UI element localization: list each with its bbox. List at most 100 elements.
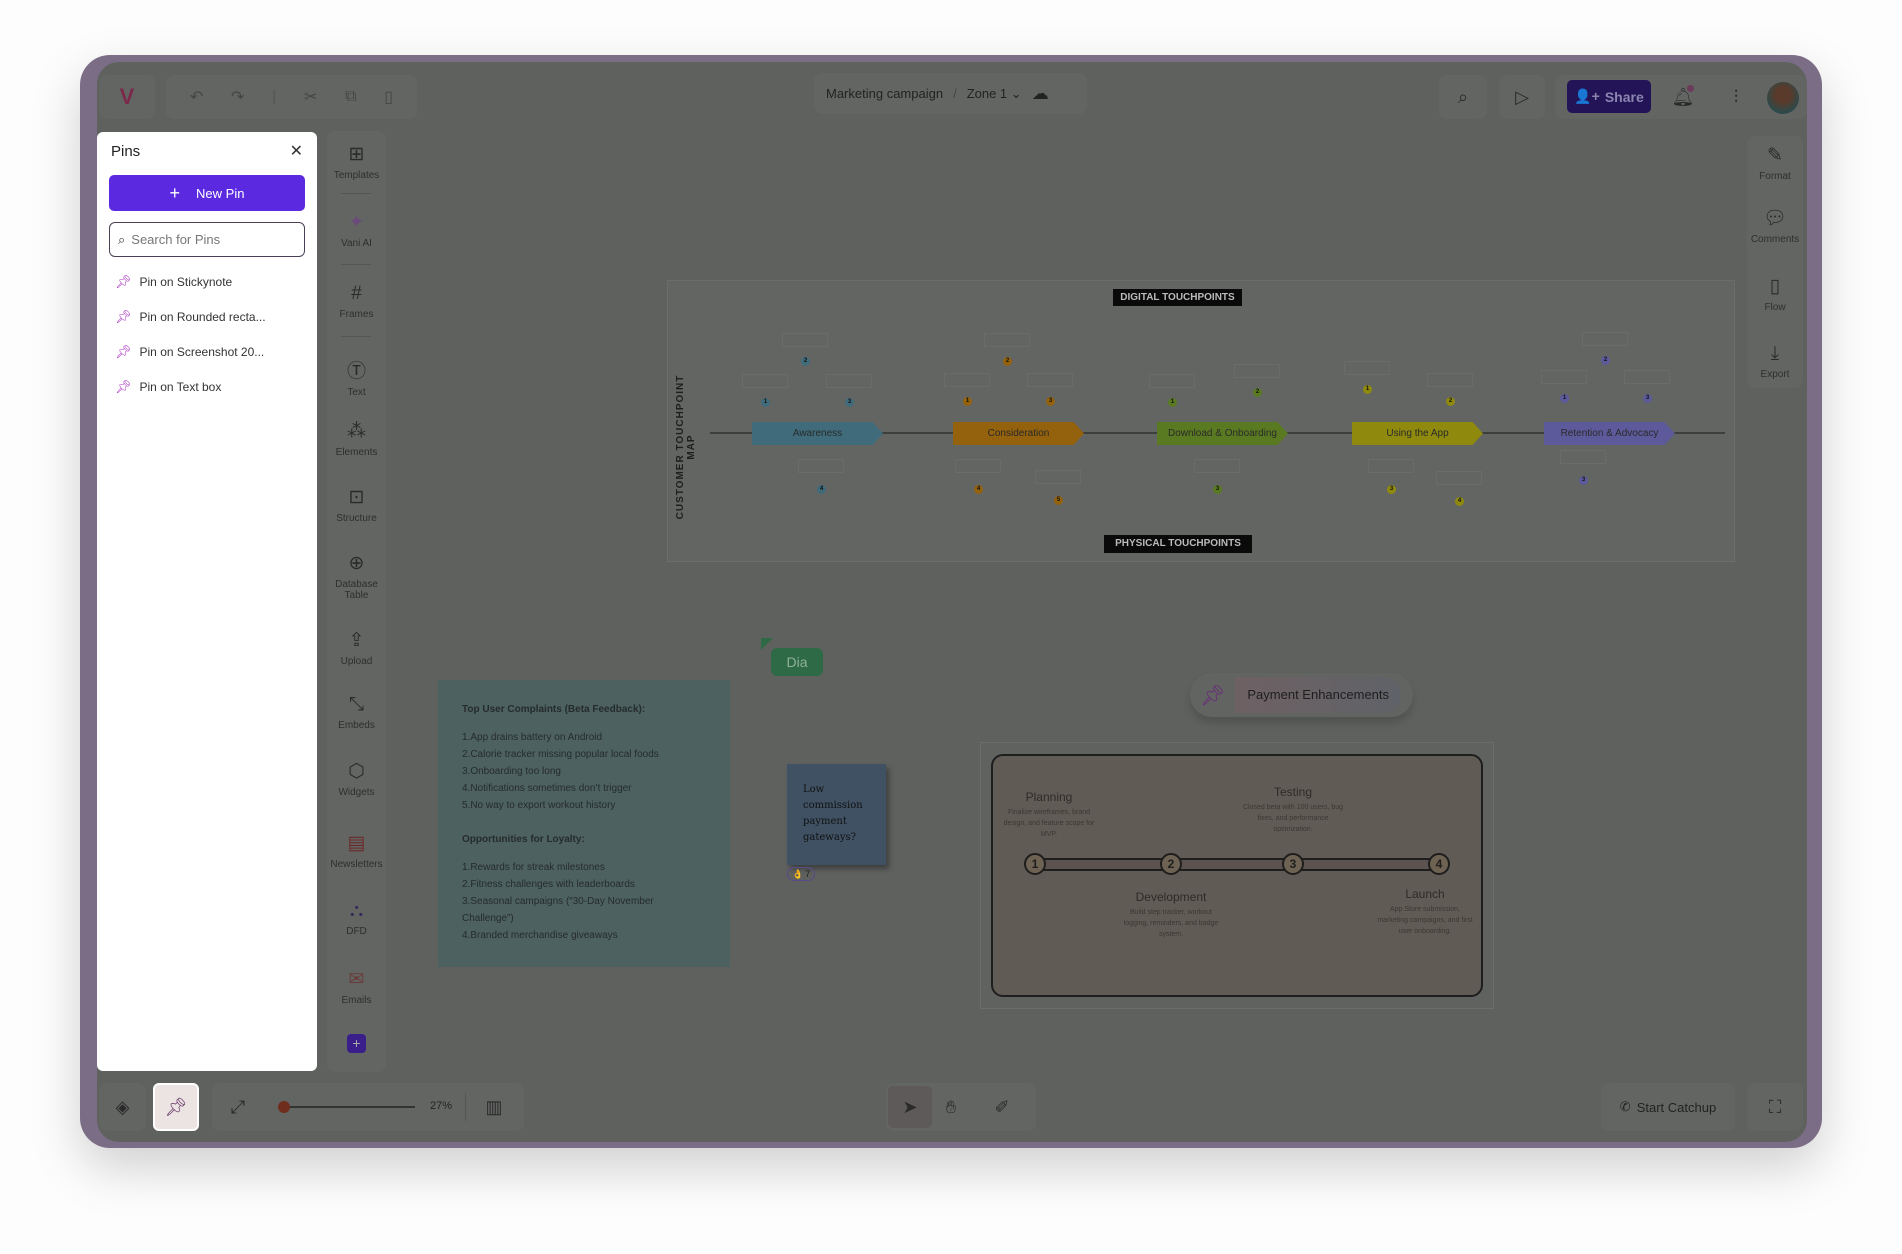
list-item: 2.Calorie tracker missing popular local … — [462, 749, 659, 760]
touchpoint-note[interactable] — [944, 373, 990, 387]
touchpoint-note[interactable] — [1427, 373, 1473, 387]
touchpoint-note[interactable] — [1027, 373, 1073, 387]
book-view-icon[interactable]: ▥ — [485, 1096, 503, 1117]
journey-stage[interactable]: Consideration — [953, 422, 1084, 445]
search-button[interactable]: ⌕ — [1439, 75, 1487, 119]
start-catchup-button[interactable]: ✆Start Catchup — [1601, 1083, 1735, 1131]
select-tool[interactable]: ➤ — [888, 1086, 932, 1128]
touchpoint-note[interactable] — [955, 459, 1001, 473]
journey-stage[interactable]: Using the App — [1352, 422, 1483, 445]
touchpoint-note[interactable] — [798, 459, 844, 473]
journey-stage[interactable]: Awareness — [752, 422, 883, 445]
tool-structure[interactable]: ⊡Structure — [327, 486, 386, 524]
present-button[interactable]: ▷ — [1499, 75, 1545, 119]
tool-vani-ai[interactable]: ✦Vani AI — [327, 211, 386, 249]
expand-icon[interactable]: ⤢ — [230, 1096, 246, 1117]
pins-panel-title: Pins — [111, 142, 141, 160]
touchpoint-note[interactable] — [1541, 370, 1587, 384]
sticky-note[interactable]: Low commission payment gateways? — [787, 764, 886, 865]
pen-tool[interactable]: ✐ — [990, 1095, 1014, 1119]
tool-widgets[interactable]: ⬡Widgets — [327, 760, 386, 798]
touchpoint-note[interactable] — [1582, 332, 1628, 346]
tool-format[interactable]: ✎Format — [1747, 144, 1803, 182]
tool-newsletters[interactable]: ▤Newsletters — [327, 832, 386, 870]
cut-icon[interactable]: ✂ — [303, 89, 318, 106]
pushpin-icon: 📌︎ — [115, 308, 132, 324]
pin-list-item[interactable]: 📌︎Pin on Rounded recta... — [109, 299, 305, 334]
breadcrumb-project[interactable]: Marketing campaign — [826, 86, 944, 101]
pins-search-input[interactable]: ⌕Search for Pins — [109, 222, 305, 257]
touchpoint-marker: 3 — [1213, 485, 1222, 494]
touchpoint-note[interactable] — [1560, 450, 1606, 464]
sticky-text: Low commission payment gateways? — [803, 784, 863, 843]
touchpoint-note[interactable] — [1368, 459, 1414, 473]
hand-tool[interactable]: ✋︎ — [939, 1095, 963, 1119]
touchpoint-note[interactable] — [1194, 459, 1240, 473]
settings-button[interactable]: ⫶ — [1723, 84, 1749, 110]
touchpoint-marker: 2 — [1003, 357, 1012, 366]
share-button[interactable]: 👤+Share — [1567, 80, 1651, 113]
phase-title: Testing — [1273, 785, 1313, 799]
tool-templates[interactable]: ⊞Templates — [327, 143, 386, 181]
phase-marker: 1 — [1024, 853, 1046, 875]
touchpoint-note[interactable] — [1035, 470, 1081, 484]
app-logo[interactable]: V — [99, 75, 155, 119]
feedback-text-note[interactable]: Top User Complaints (Beta Feedback): 1.A… — [438, 680, 730, 967]
zoom-slider-handle[interactable] — [278, 1101, 290, 1113]
tool-embeds[interactable]: ⤡Embeds — [327, 694, 386, 731]
roadmap-card[interactable] — [991, 754, 1483, 997]
tool-comments[interactable]: 💬︎Comments — [1747, 206, 1803, 245]
user-avatar[interactable] — [1767, 82, 1799, 114]
fit-screen-button[interactable]: ⛶ — [1747, 1083, 1803, 1131]
tool-export[interactable]: ⤓Export — [1747, 343, 1803, 380]
paste-icon[interactable]: ▯ — [384, 89, 394, 106]
tool-label: Vani AI — [341, 238, 372, 249]
journey-stage[interactable]: Download & Onboarding — [1157, 422, 1288, 445]
tool-flow[interactable]: ▯Flow — [1747, 275, 1803, 313]
touchpoint-note[interactable] — [1234, 364, 1280, 378]
logo-icon: V — [119, 84, 135, 109]
pin-list-item[interactable]: 📌︎Pin on Text box — [109, 369, 305, 404]
comment-icon: 💬︎ — [1762, 208, 1788, 229]
undo-icon[interactable]: ↶ — [189, 89, 204, 106]
tool-upload[interactable]: ⇪Upload — [327, 629, 386, 667]
touchpoint-note[interactable] — [984, 333, 1030, 347]
touchpoint-note[interactable] — [782, 333, 828, 347]
touchpoint-note[interactable] — [1624, 370, 1670, 384]
layers-button[interactable]: ◈ — [99, 1083, 146, 1131]
pin-list-item[interactable]: 📌︎Pin on Screenshot 20... — [109, 334, 305, 369]
journey-stage[interactable]: Retention & Advocacy — [1544, 422, 1675, 445]
new-pin-button[interactable]: +New Pin — [109, 175, 305, 211]
flow-icon: ▯ — [1769, 276, 1781, 297]
tool-emails[interactable]: ✉Emails — [327, 968, 386, 1006]
copy-icon[interactable]: ⧉ — [345, 88, 357, 105]
add-tool-button[interactable]: + — [347, 1034, 366, 1053]
reaction-badge[interactable]: 👌7 — [787, 867, 816, 881]
tool-database-table[interactable]: ⊕Database Table — [327, 552, 386, 601]
phase-title: Planning — [1025, 790, 1073, 804]
pins-toggle-button[interactable]: 📌︎ — [153, 1083, 199, 1131]
close-icon[interactable]: ✕ — [289, 143, 303, 160]
structure-icon: ⊡ — [348, 487, 365, 508]
phase-description: App Store submission, marketing campaign… — [1377, 906, 1473, 935]
touchpoint-note[interactable] — [1149, 374, 1195, 388]
touchpoint-note[interactable] — [1344, 361, 1390, 375]
redo-icon[interactable]: ↷ — [230, 89, 245, 106]
notifications-button[interactable]: 🔔︎ — [1670, 84, 1696, 110]
tool-elements[interactable]: ⁂Elements — [327, 420, 386, 458]
touchpoint-note[interactable] — [742, 374, 788, 388]
journey-map-frame[interactable] — [667, 280, 1735, 562]
canvas-pin[interactable]: 📌︎ Payment Enhancements — [1190, 673, 1413, 717]
journey-map-title: CUSTOMER TOUCHPOINT MAP — [675, 374, 697, 520]
touchpoint-note[interactable] — [1436, 471, 1482, 485]
touchpoint-note[interactable] — [826, 374, 872, 388]
pin-list-item[interactable]: 📌︎Pin on Stickynote — [109, 264, 305, 299]
zone-dropdown[interactable]: Zone 1 ⌄ — [967, 86, 1022, 102]
tool-label: DFD — [346, 926, 367, 937]
tool-frames[interactable]: #Frames — [327, 283, 386, 320]
pushpin-icon: 📌︎ — [1200, 684, 1226, 707]
tool-dfd[interactable]: ⛬DFD — [327, 900, 386, 937]
zoom-slider[interactable] — [283, 1106, 415, 1108]
roadmap-track — [1035, 858, 1439, 871]
